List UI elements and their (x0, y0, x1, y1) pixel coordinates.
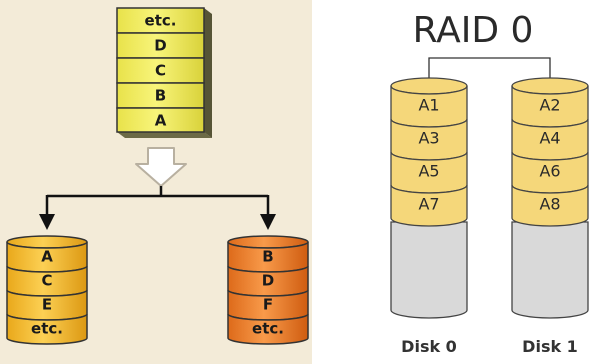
arrow-left-icon (39, 214, 55, 230)
svg-text:B: B (155, 87, 166, 105)
source-block-b: B (116, 82, 205, 109)
svg-text:D: D (154, 37, 166, 55)
svg-text:F: F (263, 296, 273, 314)
disk-1: A2 A4 A6 A8 Disk 1 (511, 77, 589, 356)
svg-text:D: D (262, 272, 274, 290)
branch-arrows (39, 186, 276, 230)
right-disk: B D F etc. (227, 235, 309, 345)
svg-text:E: E (42, 296, 52, 314)
disk-1-label: Disk 1 (522, 337, 578, 356)
striping-svg: etc. D C B A (6, 7, 309, 345)
disk-1-empty-space (511, 221, 589, 319)
svg-text:A: A (41, 248, 53, 266)
svg-text:A3: A3 (418, 129, 439, 148)
svg-text:A2: A2 (539, 96, 560, 115)
disk-0-label: Disk 0 (401, 337, 457, 356)
source-block-etc: etc. (116, 7, 205, 34)
source-block-c: C (116, 57, 205, 84)
arrow-right-icon (260, 214, 276, 230)
left-disk: A C E etc. (6, 235, 88, 345)
right-disk-block-etc: etc. (227, 313, 309, 345)
svg-text:etc.: etc. (145, 12, 177, 30)
left-disk-block-etc: etc. (6, 313, 88, 345)
disk-0: A1 A3 A5 A7 Disk 0 (390, 77, 468, 356)
svg-text:A8: A8 (539, 195, 560, 214)
source-stack: etc. D C B A (116, 7, 212, 138)
svg-text:A7: A7 (418, 195, 439, 214)
svg-text:C: C (155, 62, 166, 80)
raid0-diagram: RAID 0 A1 A3 A5 A7 Disk 0 (336, 0, 604, 364)
svg-text:A: A (155, 112, 167, 130)
striping-diagram: etc. D C B A (0, 0, 312, 364)
disk-0-block-a7: A7 (390, 184, 468, 227)
source-block-d: D (116, 32, 205, 59)
disk-0-empty-space (390, 221, 468, 319)
split-arrow-icon (135, 147, 187, 187)
svg-text:A6: A6 (539, 162, 560, 181)
source-block-a: A (116, 107, 205, 133)
svg-text:A5: A5 (418, 162, 439, 181)
raid-connector (428, 57, 551, 82)
svg-text:B: B (262, 248, 273, 266)
svg-text:C: C (41, 272, 52, 290)
raid0-svg: RAID 0 A1 A3 A5 A7 Disk 0 (390, 10, 589, 356)
svg-text:etc.: etc. (252, 320, 284, 338)
disk-0-block-a5: A5 (390, 151, 468, 194)
svg-text:A1: A1 (418, 96, 439, 115)
raid-title: RAID 0 (413, 10, 534, 51)
svg-text:etc.: etc. (31, 320, 63, 338)
svg-text:A4: A4 (539, 129, 560, 148)
disk-1-block-a8: A8 (511, 184, 589, 227)
disk-0-block-a1: A1 (390, 85, 468, 128)
